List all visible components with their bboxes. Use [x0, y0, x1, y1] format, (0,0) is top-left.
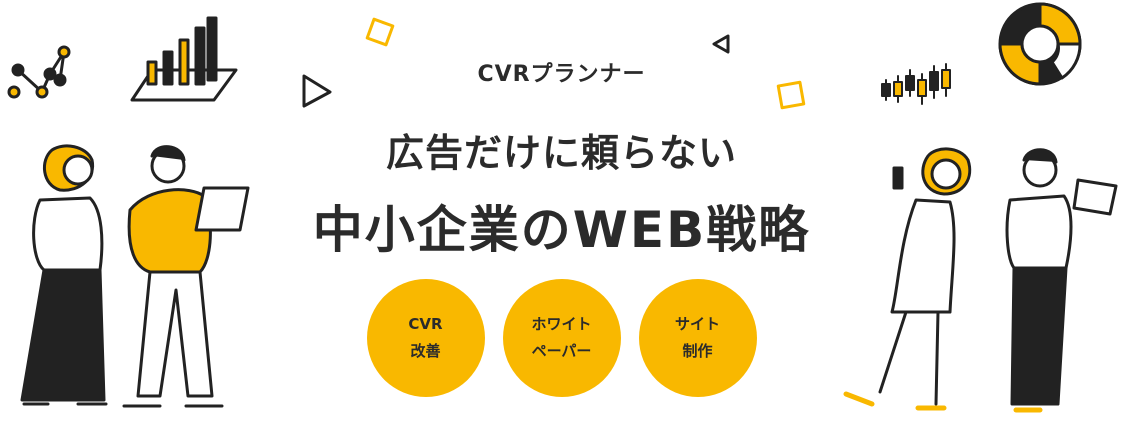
badge-whitepaper[interactable]: ホワイト ペーパー — [502, 279, 621, 397]
brand-kicker: CVRプランナー — [477, 62, 646, 87]
badge-line2: 制作 — [682, 342, 713, 360]
man-book-illustration — [1005, 148, 1118, 413]
candlestick-icon — [881, 63, 951, 105]
square-icon — [776, 80, 806, 110]
badge-line2: 改善 — [410, 342, 441, 360]
square-icon — [365, 17, 395, 47]
service-badges: CVR 改善 ホワイト ペーパー サイト 制作 — [0, 279, 1123, 397]
triangle-icon — [712, 34, 730, 54]
badge-line1: サイト — [674, 315, 720, 333]
headline-line2: 中小企業のWEB戦略 — [312, 201, 811, 259]
triangle-icon — [302, 74, 332, 108]
woman-phone-illustration — [843, 147, 972, 411]
man-laptop-illustration — [122, 145, 250, 408]
badge-site-production[interactable]: サイト 制作 — [638, 279, 757, 397]
bar-chart-icon — [130, 16, 238, 102]
badge-line1: ホワイト — [531, 315, 592, 333]
badge-line2: ペーパー — [531, 342, 592, 360]
network-dots-icon — [7, 45, 71, 99]
woman-thinking-illustration — [20, 144, 108, 406]
donut-chart-icon — [998, 2, 1082, 86]
headline-line1: 広告だけに頼らない — [385, 131, 737, 175]
badge-line1: CVR — [408, 315, 443, 333]
badge-cvr-improvement[interactable]: CVR 改善 — [366, 279, 485, 397]
